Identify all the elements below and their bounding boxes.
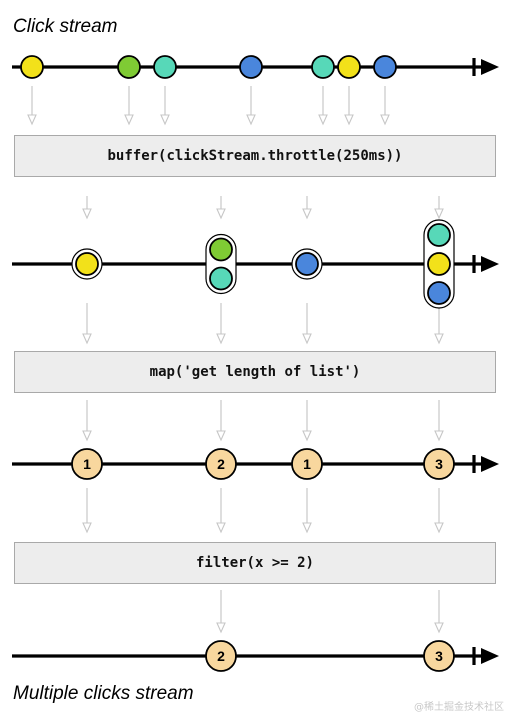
timeline-arrowhead [481, 456, 499, 472]
flow-arrow-head [434, 522, 444, 534]
flow-arrow [434, 590, 444, 634]
click-marble [373, 55, 397, 79]
flow-arrow-head [216, 333, 226, 345]
flow-arrow [302, 400, 312, 442]
flow-arrow-head [216, 522, 226, 534]
flow-arrow-head [216, 622, 226, 634]
buffer-list-marble [71, 248, 103, 280]
flow-arrow-head [302, 522, 312, 534]
flow-arrow-head [302, 208, 312, 220]
length-marble-circle [423, 448, 455, 480]
flow-arrow-head [302, 333, 312, 345]
flow-arrow-head [434, 622, 444, 634]
flow-arrow [216, 400, 226, 442]
flow-arrow [434, 400, 444, 442]
flow-arrow [434, 196, 444, 220]
filtered-marble-circle [205, 640, 237, 672]
flow-arrow [302, 196, 312, 220]
flow-arrow [434, 488, 444, 534]
flow-arrow [27, 86, 37, 126]
flow-arrow [160, 86, 170, 126]
length-marble: 1 [71, 448, 103, 480]
map-operator-box: map('get length of list') [14, 351, 496, 393]
buffer-list-marble [291, 248, 323, 280]
buffer-item-marble [427, 252, 451, 276]
flow-arrow [344, 86, 354, 126]
flow-arrow [82, 400, 92, 442]
flow-arrow-head [124, 114, 134, 126]
click-marble [20, 55, 44, 79]
flow-arrow-head [318, 114, 328, 126]
length-marble-label: 1 [83, 456, 91, 472]
filtered-marble: 2 [205, 640, 237, 672]
click-marble [337, 55, 361, 79]
buffer-item-marble [295, 252, 319, 276]
flow-arrow-head [302, 430, 312, 442]
flow-arrow-head [82, 430, 92, 442]
click-stream-title: Click stream [13, 16, 118, 37]
flow-arrow [302, 303, 312, 345]
length-marble-label: 2 [217, 456, 225, 472]
flow-arrow [82, 196, 92, 220]
flow-arrow [318, 86, 328, 126]
flow-arrow-head [434, 208, 444, 220]
flow-arrow-head [27, 114, 37, 126]
flow-arrow-head [82, 522, 92, 534]
flow-arrow [302, 488, 312, 534]
flow-arrow-head [216, 208, 226, 220]
timeline-arrowhead [481, 59, 499, 75]
length-marble-label: 1 [303, 456, 311, 472]
length-marble-circle [291, 448, 323, 480]
flow-arrow [216, 590, 226, 634]
buffer-operator-box: buffer(clickStream.throttle(250ms)) [14, 135, 496, 177]
flow-arrow [434, 303, 444, 345]
filtered-marble: 3 [423, 640, 455, 672]
click-marble [117, 55, 141, 79]
buffer-item-marble [75, 252, 99, 276]
timeline-arrowhead [481, 648, 499, 664]
click-marble [153, 55, 177, 79]
buffer-list-marble [205, 233, 237, 295]
timeline-arrowhead [481, 256, 499, 272]
click-marble [311, 55, 335, 79]
length-marble: 3 [423, 448, 455, 480]
filtered-stream-timeline [12, 647, 499, 665]
flow-arrow-head [344, 114, 354, 126]
buffer-list-marble [423, 219, 455, 309]
flow-arrow-head [434, 430, 444, 442]
flow-arrow-head [380, 114, 390, 126]
buffer-item-marble [427, 281, 451, 305]
flow-arrow [216, 488, 226, 534]
watermark: @稀土掘金技术社区 [414, 702, 504, 713]
flow-arrow [380, 86, 390, 126]
length-marble-label: 3 [435, 456, 443, 472]
filter-operator-box: filter(x >= 2) [14, 542, 496, 584]
flow-arrow [246, 86, 256, 126]
click-marble [239, 55, 263, 79]
filtered-marble-label: 3 [435, 648, 443, 664]
flow-arrow-head [216, 430, 226, 442]
flow-arrow-head [434, 333, 444, 345]
buffer-item-marble [209, 237, 233, 262]
flow-arrow [82, 488, 92, 534]
flow-arrow [216, 303, 226, 345]
flow-arrow [124, 86, 134, 126]
length-marble-circle [205, 448, 237, 480]
flow-arrow-head [246, 114, 256, 126]
length-marble: 2 [205, 448, 237, 480]
flow-arrow [82, 303, 92, 345]
buffer-item-marble [209, 266, 233, 291]
length-marble: 1 [291, 448, 323, 480]
filtered-marble-label: 2 [217, 648, 225, 664]
filtered-marble-circle [423, 640, 455, 672]
flow-arrow-head [160, 114, 170, 126]
flow-arrow-head [82, 208, 92, 220]
flow-arrow [216, 196, 226, 220]
multiple-clicks-stream-title: Multiple clicks stream [13, 683, 194, 704]
buffer-item-marble [427, 223, 451, 247]
flow-arrow-head [82, 333, 92, 345]
length-marble-circle [71, 448, 103, 480]
